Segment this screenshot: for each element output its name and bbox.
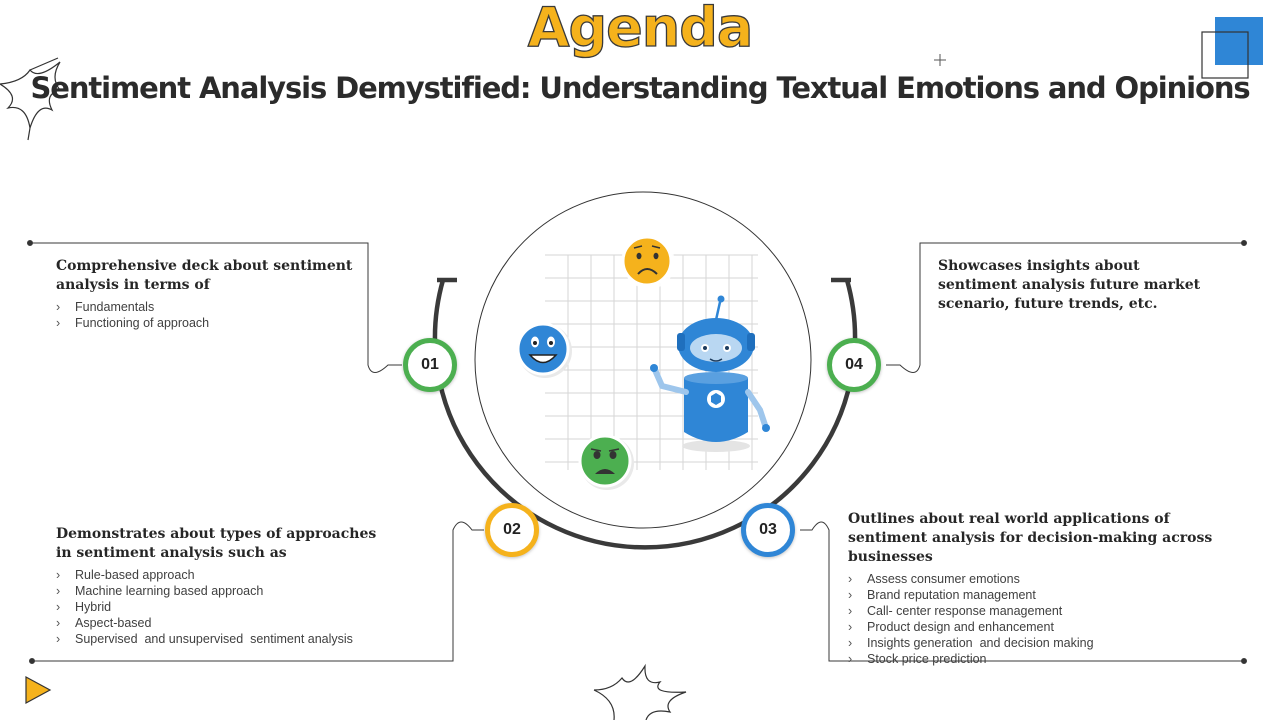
agenda-ring <box>432 277 858 550</box>
bullet-item: Fundamentals <box>56 299 356 315</box>
bullet-item: Aspect-based <box>56 615 386 631</box>
page-title: Agenda <box>527 0 754 60</box>
agenda-heading: Demonstrates about types of approaches i… <box>56 526 377 561</box>
bullet-item: Hybrid <box>56 599 386 615</box>
crosshair-icon <box>934 54 946 66</box>
bullet-item: Brand reputation management <box>848 587 1218 603</box>
unhappy-emoji-icon <box>578 434 634 490</box>
badge-number: 01 <box>421 356 439 373</box>
agenda-item-01: Comprehensive deck about sentiment analy… <box>56 257 356 331</box>
agenda-item-04: Showcases insights about sentiment analy… <box>938 257 1208 314</box>
bullet-item: Machine learning based approach <box>56 583 386 599</box>
agenda-item-03: Outlines about real world applications o… <box>848 510 1218 667</box>
bullet-item: Call- center response management <box>848 603 1218 619</box>
badge-03: 03 <box>741 503 795 557</box>
bullet-list: Fundamentals Functioning of approach <box>56 299 356 331</box>
bullet-item: Stock price prediction <box>848 651 1218 667</box>
badge-number: 02 <box>503 521 521 538</box>
badge-number: 04 <box>845 356 863 373</box>
bullet-list: Rule-based approach Machine learning bas… <box>56 567 386 647</box>
starburst-top-left-icon <box>0 57 62 141</box>
badge-02: 02 <box>485 503 539 557</box>
bullet-item: Assess consumer emotions <box>848 571 1218 587</box>
play-triangle-icon <box>25 675 52 705</box>
bullet-item: Supervised and unsupervised sentiment an… <box>56 631 386 647</box>
bullet-item: Product design and enhancement <box>848 619 1218 635</box>
agenda-heading: Outlines about real world applications o… <box>848 511 1213 565</box>
bullet-item: Functioning of approach <box>56 315 356 331</box>
page-subtitle: Sentiment Analysis Demystified: Understa… <box>30 71 1250 105</box>
robot-icon <box>650 295 770 452</box>
sad-emoji-icon <box>621 235 675 289</box>
starburst-bottom-icon <box>593 663 687 720</box>
connector-lines <box>27 240 1247 664</box>
bullet-list: Assess consumer emotions Brand reputatio… <box>848 571 1218 667</box>
agenda-heading: Showcases insights about sentiment analy… <box>938 258 1201 312</box>
bullet-item: Insights generation and decision making <box>848 635 1218 651</box>
badge-number: 03 <box>759 521 777 538</box>
badge-01: 01 <box>403 338 457 392</box>
bullet-item: Rule-based approach <box>56 567 386 583</box>
happy-emoji-icon <box>516 322 572 378</box>
badge-04: 04 <box>827 338 881 392</box>
agenda-heading: Comprehensive deck about sentiment analy… <box>56 258 353 293</box>
corner-squares-icon <box>1201 17 1263 79</box>
agenda-item-02: Demonstrates about types of approaches i… <box>56 525 386 647</box>
